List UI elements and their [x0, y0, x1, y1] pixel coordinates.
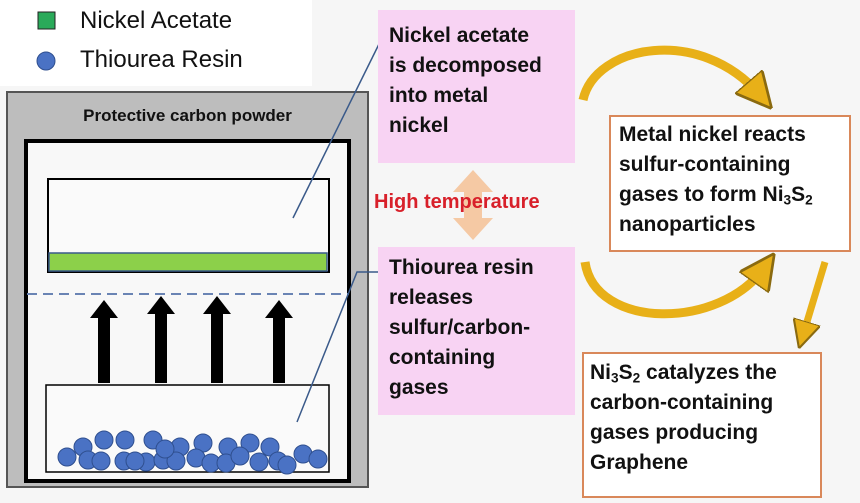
step-text: Graphene [590, 451, 689, 474]
legend-label-nickel-acetate: Nickel Acetate [80, 7, 233, 34]
subscript: 3 [783, 192, 792, 208]
step-text: Metal nickel reacts [619, 123, 806, 146]
step-text: releases [389, 286, 474, 309]
text: S [791, 183, 806, 206]
reaction-box: Metal nickel reacts sulfur-containing ga… [609, 115, 851, 252]
resin-particle [230, 446, 250, 466]
up-arrow-icon [90, 300, 118, 383]
resin-particle [308, 449, 328, 469]
high-temperature-label: High temperature [374, 191, 540, 213]
subscript: 2 [805, 192, 813, 208]
down-arrow-icon [803, 260, 829, 335]
resin-particle [277, 455, 297, 475]
nickel-acetate-legend-icon [37, 11, 56, 30]
step-text: gases producing [590, 421, 759, 444]
resin-particle [94, 430, 114, 450]
step-text: is decomposed [389, 54, 542, 77]
resin-particle [115, 430, 135, 450]
gas-flow-arrows [90, 296, 293, 383]
step-text: gases to form Ni3S2 [619, 180, 813, 210]
leader-line-thiourea [296, 271, 380, 423]
resin-particle [240, 433, 260, 453]
step-text: Thiourea resin [389, 256, 534, 279]
text: gases to form Ni [619, 183, 784, 206]
step-text: carbon-containing [590, 391, 774, 414]
subscript: 2 [632, 370, 641, 386]
legend-label-thiourea-resin: Thiourea Resin [80, 46, 243, 73]
catalysis-box: Ni3S2 catalyzes the carbon-containing ga… [582, 352, 822, 498]
step-text: containing [389, 346, 496, 369]
thiourea-resin-legend-icon [36, 51, 56, 71]
step-text: into metal [389, 84, 489, 107]
resin-particles [57, 430, 328, 475]
step-text: Ni3S2 catalyzes the [590, 358, 777, 388]
text: Ni [590, 361, 611, 384]
furnace-label: Protective carbon powder [83, 106, 292, 125]
step-text: Nickel acetate [389, 24, 530, 47]
text: S [618, 361, 633, 384]
resin-particle [166, 451, 186, 471]
up-arrow-icon [265, 300, 293, 383]
resin-particle [155, 439, 175, 459]
step-text: sulfur-containing [619, 153, 791, 176]
step-text: nanoparticles [619, 213, 756, 236]
curved-arrow-icon [578, 45, 760, 100]
up-arrow-icon [147, 296, 175, 383]
curved-arrow-icon [580, 262, 764, 319]
up-arrow-icon [203, 296, 231, 383]
nickel-acetate-layer [48, 252, 328, 272]
thiourea-release-box: Thiourea resin releases sulfur/carbon- c… [378, 247, 575, 415]
step-text: nickel [389, 114, 449, 137]
nickel-decomposition-box: Nickel acetate is decomposed into metal … [378, 10, 575, 163]
resin-particle [91, 451, 111, 471]
leader-line-nickel [292, 39, 382, 219]
resin-particle [125, 451, 145, 471]
text: catalyzes the [640, 361, 777, 384]
resin-particle [249, 452, 269, 472]
resin-particle [57, 447, 77, 467]
step-text: sulfur/carbon- [389, 316, 531, 339]
step-text: gases [389, 376, 449, 399]
subscript: 3 [611, 370, 619, 386]
double-arrow-icon [453, 170, 493, 240]
